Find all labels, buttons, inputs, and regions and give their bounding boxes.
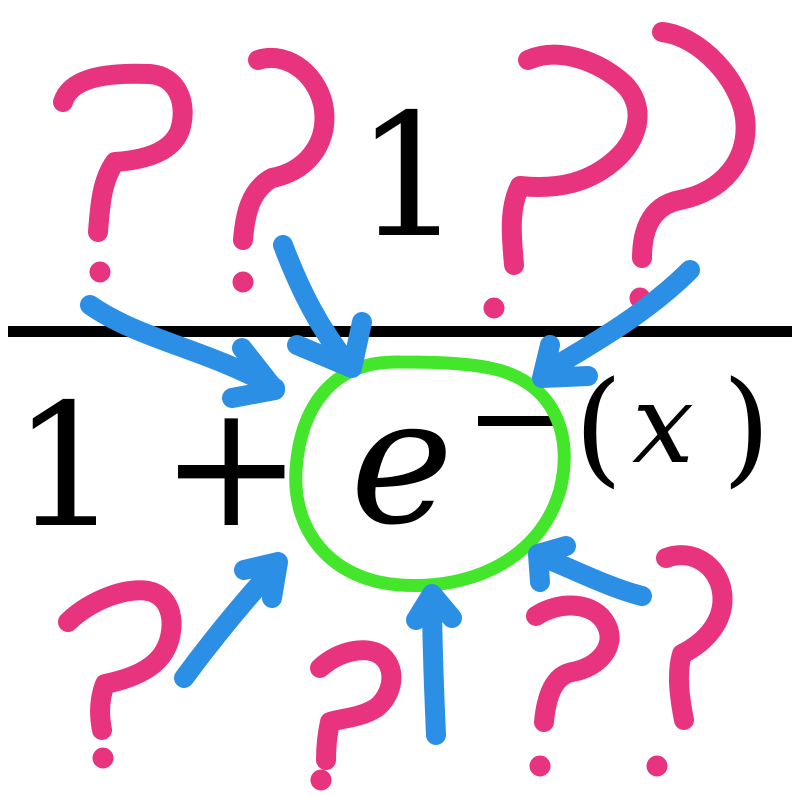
question-marks [53,22,756,791]
arrow-icon [528,536,652,606]
arrows [80,235,700,745]
denominator-one: 1 [12,368,120,566]
arrow-icon [406,584,462,745]
question-mark-icon [646,545,733,777]
exponent-close-paren: ) [722,355,771,500]
arrow-icon [174,552,288,688]
sigmoid-formula: 1 1 + e ( x ) [8,78,792,566]
arrow-icon [80,295,285,408]
question-mark-icon [526,595,620,777]
question-mark-icon [58,580,182,769]
question-mark-icon [53,63,193,283]
base-e: e [350,361,454,564]
arrow-icon [532,260,700,388]
exponent-variable: x [632,360,694,488]
arrow-icon [273,235,372,378]
circle-highlight-icon [289,355,571,593]
fraction-bar [8,326,792,337]
exponent-minus [478,416,558,426]
question-mark-icon [483,44,648,319]
question-mark-icon [310,640,402,791]
question-mark-icon [232,48,335,293]
numerator: 1 [355,78,463,276]
